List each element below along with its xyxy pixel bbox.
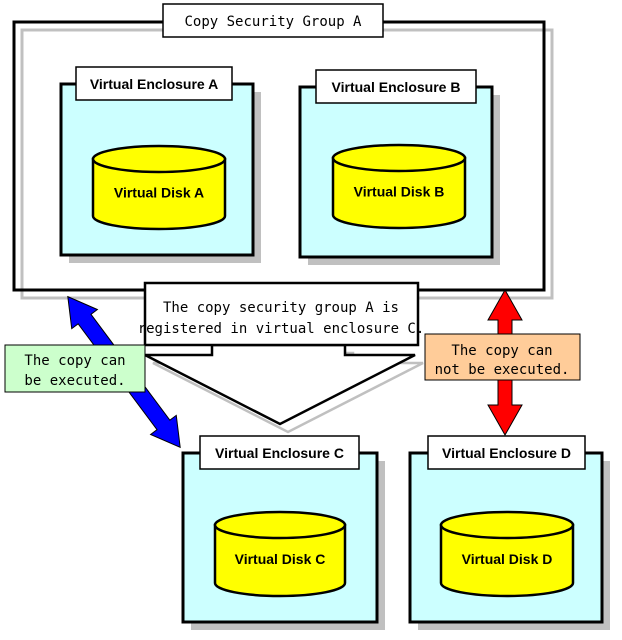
disk-top bbox=[91, 144, 227, 174]
group-title-box bbox=[162, 3, 384, 38]
virtual-enclosure-b: Virtual Enclosure B Virtual Disk B bbox=[298, 69, 500, 265]
disk-top bbox=[439, 510, 575, 540]
disk-label: Virtual Disk D bbox=[462, 551, 553, 567]
virtual-disk-d: Virtual Disk D bbox=[439, 510, 575, 598]
cannot-copy-line1: The copy can bbox=[451, 343, 552, 359]
enclosure-label-box bbox=[427, 435, 586, 470]
disk-label: Virtual Disk B bbox=[354, 184, 445, 200]
enclosure-label: Virtual Enclosure B bbox=[332, 79, 461, 95]
virtual-enclosure-a: Virtual Enclosure A Virtual Disk A bbox=[59, 66, 261, 263]
virtual-enclosure-d: Virtual Enclosure D Virtual Disk D bbox=[408, 435, 610, 630]
can-copy-line2: be executed. bbox=[24, 373, 125, 389]
disk-cylinder-icon bbox=[91, 157, 227, 231]
enclosure-label-box bbox=[315, 69, 477, 104]
disk-cylinder-icon bbox=[439, 523, 575, 598]
can-copy-line1: The copy can bbox=[24, 353, 125, 369]
enclosure-label: Virtual Enclosure A bbox=[90, 76, 218, 92]
can-copy-label-box bbox=[4, 344, 146, 393]
disk-cylinder-icon bbox=[213, 523, 347, 598]
enclosure-label: Virtual Enclosure D bbox=[442, 445, 571, 461]
virtual-disk-c: Virtual Disk C bbox=[213, 510, 347, 598]
disk-label: Virtual Disk A bbox=[114, 185, 204, 201]
cannot-copy-line2: not be executed. bbox=[435, 362, 570, 378]
disk-top bbox=[213, 510, 347, 540]
enclosure-label: Virtual Enclosure C bbox=[215, 445, 344, 461]
virtual-enclosure-c: Virtual Enclosure C Virtual Disk C bbox=[181, 435, 385, 630]
enclosure-label-box bbox=[75, 66, 233, 101]
disk-top bbox=[331, 143, 467, 173]
callout-pointer bbox=[144, 343, 416, 426]
callout-line1: The copy security group A is bbox=[163, 300, 399, 316]
cannot-copy-label-box bbox=[424, 333, 581, 381]
virtual-disk-b: Virtual Disk B bbox=[331, 143, 467, 230]
callout-box bbox=[143, 281, 420, 347]
callout-line2: registered in virtual enclosure C. bbox=[138, 321, 425, 337]
disk-cylinder-icon bbox=[331, 156, 467, 230]
virtual-disk-a: Virtual Disk A bbox=[91, 144, 227, 231]
group-title: Copy Security Group A bbox=[184, 14, 362, 30]
enclosure-label-box bbox=[199, 435, 360, 470]
disk-label: Virtual Disk C bbox=[235, 551, 326, 567]
